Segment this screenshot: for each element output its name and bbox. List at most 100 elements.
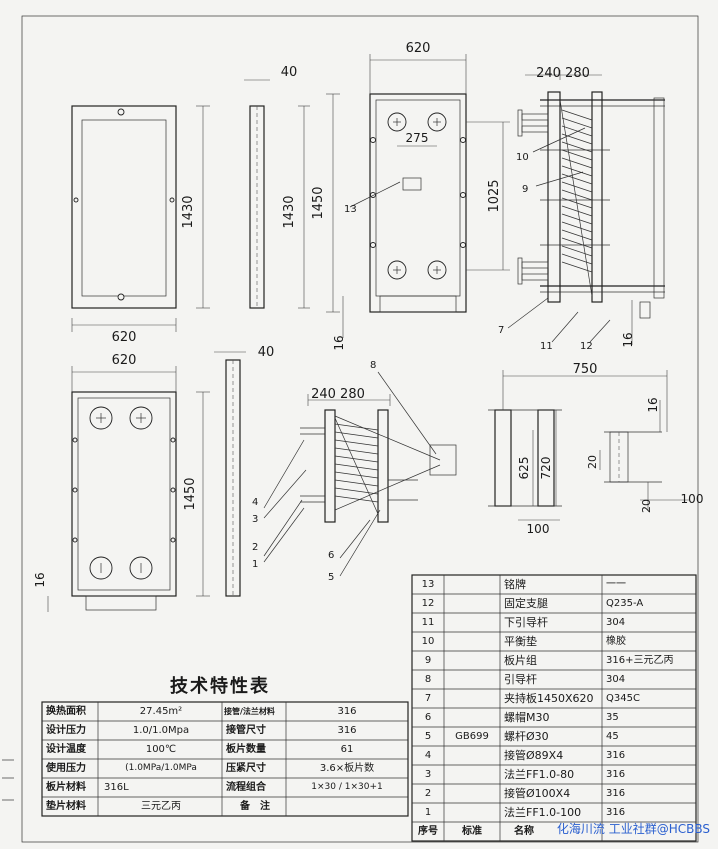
parts-row-std: GB699 — [455, 731, 489, 742]
dim-620-d: 620 — [112, 353, 137, 368]
parts-row-material: 35 — [606, 712, 619, 723]
tech-value: 316 — [337, 725, 357, 736]
dim-720: 720 — [539, 457, 553, 480]
tech-value: 316 — [337, 706, 357, 717]
dim-1430-a: 1430 — [181, 195, 196, 228]
dim-275: 275 — [406, 131, 429, 145]
dim-20-b: 20 — [640, 499, 653, 513]
dim-1450-a: 1450 — [311, 186, 326, 219]
parts-row-name: 法兰FF1.0-100 — [504, 806, 582, 819]
parts-row-material: 橡胶 — [606, 636, 626, 647]
dim-620-a: 620 — [112, 330, 137, 345]
balloon-2: 2 — [252, 542, 258, 553]
dim-100-b: 100 — [681, 492, 704, 506]
tech-key: 设计温度 — [46, 744, 86, 755]
tech-value: 316L — [104, 782, 129, 793]
dim-625: 625 — [517, 457, 531, 480]
balloon-9: 9 — [522, 184, 528, 195]
dim-16-a: 16 — [332, 335, 346, 350]
tech-key: 设计压力 — [46, 725, 86, 736]
tech-key: 垫片材料 — [46, 801, 86, 812]
balloon-11: 11 — [540, 341, 553, 352]
tech-key: 备 注 — [240, 801, 270, 812]
dim-240-280-a: 240 280 — [536, 66, 590, 81]
dim-750: 750 — [573, 362, 598, 377]
dim-620-c: 620 — [406, 41, 431, 56]
tech-value: 三元乙丙 — [141, 801, 181, 812]
balloon-10: 10 — [516, 152, 529, 163]
parts-row-name: 固定支腿 — [504, 597, 548, 610]
parts-row-material: 304 — [606, 674, 626, 685]
dim-1450-b: 1450 — [183, 477, 198, 510]
parts-row-material: 316 — [606, 750, 626, 761]
watermark-text: 化海川流 工业社群@HCBBS — [556, 822, 710, 836]
parts-row-name: 铭牌 — [504, 578, 526, 591]
balloon-4: 4 — [252, 497, 258, 508]
parts-row-material: 316 — [606, 788, 626, 799]
parts-row-name: 螺帽M30 — [504, 711, 550, 724]
parts-row-name: 下引导杆 — [504, 616, 548, 629]
parts-row-no: 4 — [424, 750, 432, 761]
tech-value: 27.45m² — [139, 706, 183, 717]
tech-table-title: 技术特性表 — [170, 676, 270, 697]
parts-row-no: 10 — [421, 636, 435, 647]
tech-value: 1×30 / 1×30+1 — [311, 782, 383, 792]
parts-row-no: 5 — [424, 731, 432, 742]
dim-16-c: 16 — [33, 572, 47, 587]
view-pressure-plate — [47, 366, 210, 612]
parts-header-name: 名称 — [514, 826, 534, 837]
parts-row-no: 11 — [421, 617, 435, 628]
parts-row-material: 316 — [606, 807, 626, 818]
balloon-3: 3 — [252, 514, 258, 525]
balloon-1: 1 — [252, 559, 258, 570]
parts-header-no: 序号 — [418, 826, 438, 837]
tech-value: 1.0/1.0Mpa — [132, 725, 190, 736]
parts-row-no: 6 — [424, 712, 432, 723]
tech-key: 接管/法兰材料 — [224, 707, 275, 716]
tech-key: 压紧尺寸 — [226, 763, 266, 774]
tech-key: 接管尺寸 — [226, 725, 266, 736]
dim-240-280-b: 240 280 — [311, 387, 365, 402]
dim-40-b: 40 — [258, 345, 275, 360]
parts-row-material: 316 — [606, 769, 626, 780]
dim-40-a: 40 — [281, 65, 298, 80]
parts-row-name: 法兰FF1.0-80 — [504, 768, 575, 781]
parts-row-no: 3 — [424, 769, 432, 780]
parts-row-no: 2 — [424, 788, 432, 799]
parts-row-no: 7 — [424, 693, 432, 704]
parts-row-name: 平衡垫 — [504, 635, 537, 648]
dim-1430-b: 1430 — [282, 195, 297, 228]
parts-row-no: 1 — [424, 807, 432, 818]
view-frame-plate — [326, 54, 510, 338]
tech-key: 换热面积 — [46, 706, 86, 717]
parts-row-name: 接管Ø100X4 — [504, 787, 571, 800]
dim-20-a: 20 — [586, 455, 599, 469]
balloon-8: 8 — [370, 360, 376, 371]
parts-row-name: 螺杆Ø30 — [504, 730, 549, 743]
parts-row-name: 引导杆 — [504, 673, 537, 686]
tech-value: 61 — [340, 744, 354, 755]
tech-value: 3.6×板片数 — [319, 763, 375, 774]
parts-row-no: 8 — [424, 674, 432, 685]
dim-100-a: 100 — [527, 522, 550, 536]
view-support-leg — [488, 370, 690, 521]
view-side-strip-mid — [214, 351, 246, 597]
view-assembly-center — [263, 371, 457, 577]
tech-value: 100℃ — [145, 744, 177, 755]
tech-value: (1.0MPa/1.0MPa — [125, 763, 197, 773]
parts-row-material: 304 — [606, 617, 626, 628]
balloon-12: 12 — [580, 341, 593, 352]
parts-row-no: 9 — [424, 655, 432, 666]
parts-row-material: 316+三元乙丙 — [606, 655, 674, 666]
parts-header-std: 标准 — [462, 826, 482, 837]
parts-row-name: 夹持板1450X620 — [504, 692, 594, 705]
view-gasket-front — [71, 105, 210, 332]
parts-row-name: 接管Ø89X4 — [504, 749, 564, 762]
sheet-border — [21, 15, 699, 843]
parts-row-material: Q235-A — [606, 598, 644, 609]
parts-row-name: 板片组 — [504, 654, 537, 667]
tech-key: 板片数量 — [226, 744, 266, 755]
parts-row-material: Q345C — [606, 693, 640, 704]
